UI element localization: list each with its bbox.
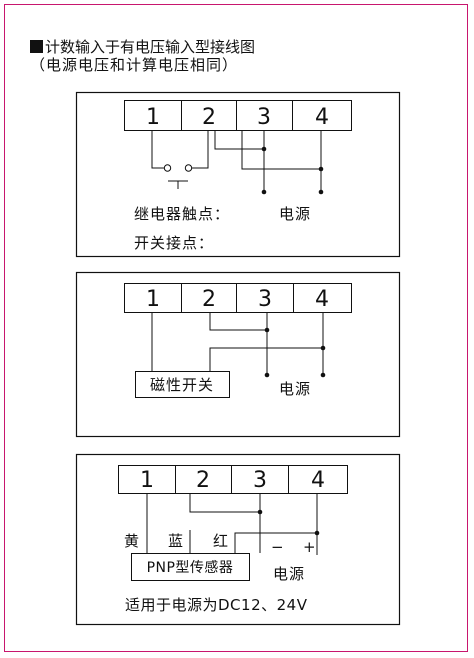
- diagram2-wire-terminal2-branch: [209, 313, 267, 331]
- diagram1-node-d: [318, 189, 324, 195]
- bullet-square-icon: [30, 40, 43, 53]
- diagram1-contact-right: [184, 164, 193, 172]
- diagram1-node-c: [261, 189, 267, 195]
- diagram3-terminal-3-label: 3: [253, 468, 267, 493]
- diagram3-panel: [75, 453, 401, 626]
- diagram2-power-label: 电源: [279, 380, 311, 398]
- diagram3-sensor-box: [131, 553, 250, 581]
- page-title: 计数输入于有电压输入型接线图: [30, 38, 255, 56]
- page-subtitle: （电源电压和计算电压相同）: [30, 56, 239, 74]
- diagram2-node-c: [264, 372, 270, 378]
- diagram3-wire-blue-label: 蓝: [168, 532, 183, 550]
- diagram3-terminal-1-label: 1: [140, 468, 154, 493]
- diagram1-wire-crossover: [241, 131, 321, 170]
- diagram1-contact-label: 继电器触点：: [134, 205, 230, 223]
- diagram1-terminal-2-label: 2: [202, 105, 216, 130]
- diagram2-terminal-1-label: 1: [146, 287, 160, 312]
- diagram3-sensor-label: PNP型传感器: [147, 559, 234, 576]
- diagram3-node-b: [314, 530, 320, 536]
- diagram1-terminal-1-label: 1: [146, 105, 160, 130]
- page-frame: [4, 4, 468, 652]
- diagram2-panel: [75, 271, 401, 438]
- diagram2-node-a: [264, 327, 270, 333]
- diagram1-power-label: 电源: [279, 205, 311, 223]
- diagram3-plus-label: +: [303, 538, 316, 556]
- diagram1-terminal-4-label: 4: [315, 105, 329, 130]
- diagram3-wire-blue: [189, 494, 260, 513]
- diagram3-wire-red-label: 红: [213, 532, 228, 550]
- diagram1-terminal-3-label: 3: [257, 105, 271, 130]
- diagram2-node-d: [320, 372, 326, 378]
- diagram1-node-b: [318, 166, 324, 172]
- diagram2-terminal-4: [293, 283, 352, 313]
- diagram2-wire-switch: [209, 347, 323, 371]
- diagram2-terminal-2-label: 2: [202, 287, 216, 312]
- diagram3-note: 适用于电源为DC12、24V: [125, 596, 308, 614]
- diagram1-wire-terminal2: [192, 131, 209, 169]
- diagram1-wire-power-branch: [214, 131, 264, 150]
- diagram1-contact-left: [163, 164, 172, 172]
- diagram3-node-a: [257, 509, 263, 515]
- diagram2-terminal-4-label: 4: [315, 287, 329, 312]
- diagram2-switch-box: [135, 371, 230, 398]
- diagram3-terminal-2-label: 2: [196, 468, 210, 493]
- diagram3-power-label: 电源: [273, 565, 305, 583]
- diagram1-terminal-4: [292, 100, 352, 131]
- diagram3-terminal-4-label: 4: [311, 468, 325, 493]
- diagram2-node-b: [320, 345, 326, 351]
- title-text: 计数输入于有电压输入型接线图: [45, 38, 256, 56]
- diagram1-node-a: [261, 146, 267, 152]
- diagram1-wire-terminal1: [151, 131, 164, 169]
- diagram1-panel: [75, 91, 401, 258]
- diagram3-minus-label: −: [271, 538, 284, 556]
- diagram2-terminal-3-label: 3: [258, 287, 272, 312]
- diagram1-switch-label: 开关接点：: [134, 234, 214, 252]
- diagram2-switch-label: 磁性开关: [150, 376, 214, 394]
- diagram3-terminal-4: [288, 465, 348, 494]
- diagram3-wire-red: [234, 532, 317, 553]
- diagram3-wire-yellow-label: 黄: [124, 532, 139, 550]
